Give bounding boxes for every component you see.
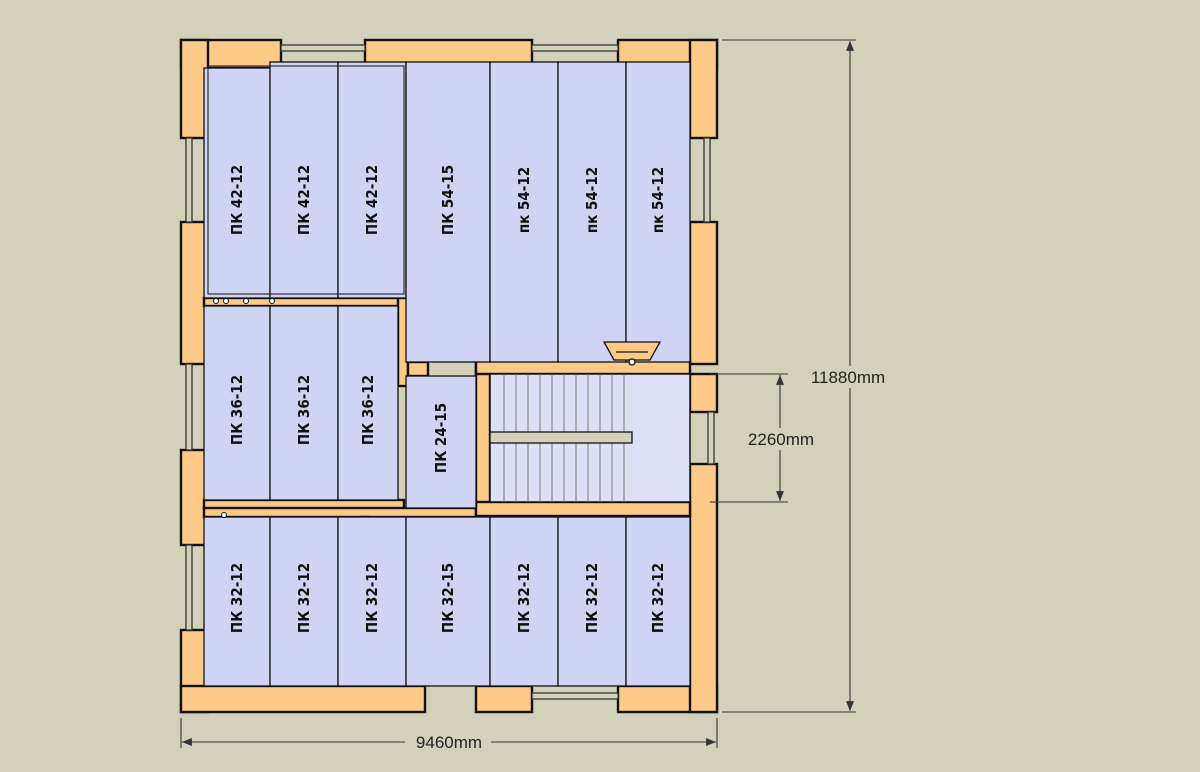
slab-label: ПК 32-12 — [583, 563, 601, 633]
slab-top-6: пк 54-12 — [557, 61, 627, 363]
slab-label: пк 54-12 — [515, 167, 533, 233]
slab-bottom-2: ПК 32-12 — [269, 516, 339, 687]
windows — [185, 44, 715, 700]
slab-middle-1: ПК 36-12 — [203, 305, 271, 501]
stair-width-label: 2260mm — [748, 430, 814, 449]
pipe-markers — [213, 298, 275, 518]
slab-middle-4: ПК 24-15 — [405, 375, 477, 509]
slab-bottom-4: ПК 32-15 — [405, 516, 491, 687]
staircase — [489, 373, 691, 503]
slab-bottom-6: ПК 32-12 — [557, 516, 627, 687]
slab-top-1: ПК 42-12 — [203, 67, 271, 299]
slab-label: ПК 42-12 — [295, 165, 313, 235]
slab-label: ПК 54-15 — [439, 165, 457, 235]
room-outline — [207, 65, 405, 295]
stair-handrail-divider — [489, 431, 633, 444]
vent-shaft — [602, 341, 662, 366]
slab-label: ПК 32-12 — [515, 563, 533, 633]
slab-top-7: пк 54-12 — [625, 61, 691, 363]
stair-label-bg — [738, 428, 824, 450]
slab-top-2: ПК 42-12 — [269, 61, 339, 299]
floor-slabs: ПК 42-12 ПК 42-12 ПК 42-12 ПК 54-15 пк 54-12… — [203, 61, 691, 687]
slab-bottom-7: ПК 32-12 — [625, 516, 691, 687]
slab-label: ПК 32-12 — [228, 563, 246, 633]
slab-label: ПК 36-12 — [228, 375, 246, 445]
slab-label: ПК 32-12 — [295, 563, 313, 633]
slab-top-3: ПК 42-12 — [337, 61, 407, 299]
slab-middle-2: ПК 36-12 — [269, 305, 339, 501]
slab-label: ПК 36-12 — [359, 375, 377, 445]
slab-bottom-1: ПК 32-12 — [203, 516, 271, 687]
slab-label: пк 54-12 — [649, 167, 667, 233]
slab-label: ПК 24-15 — [432, 403, 450, 473]
overall-height-label: 11880mm — [811, 368, 885, 387]
slab-bottom-3: ПК 32-12 — [337, 516, 407, 687]
height-label-bg — [800, 366, 896, 388]
slab-label: ПК 36-12 — [295, 375, 313, 445]
slab-label: ПК 32-12 — [363, 563, 381, 633]
slab-top-5: пк 54-12 — [489, 61, 559, 363]
overall-width-label: 9460mm — [416, 733, 482, 752]
slab-bottom-5: ПК 32-12 — [489, 516, 559, 687]
slab-label: пк 54-12 — [583, 167, 601, 233]
width-label-bg — [405, 733, 491, 751]
slab-top-4: ПК 54-15 — [405, 61, 491, 363]
slab-label: ПК 32-15 — [439, 563, 457, 633]
slab-label: ПК 42-12 — [363, 165, 381, 235]
slab-middle-3: ПК 36-12 — [337, 305, 399, 501]
slab-label: ПК 32-12 — [649, 563, 667, 633]
slab-label: ПК 42-12 — [228, 165, 246, 235]
